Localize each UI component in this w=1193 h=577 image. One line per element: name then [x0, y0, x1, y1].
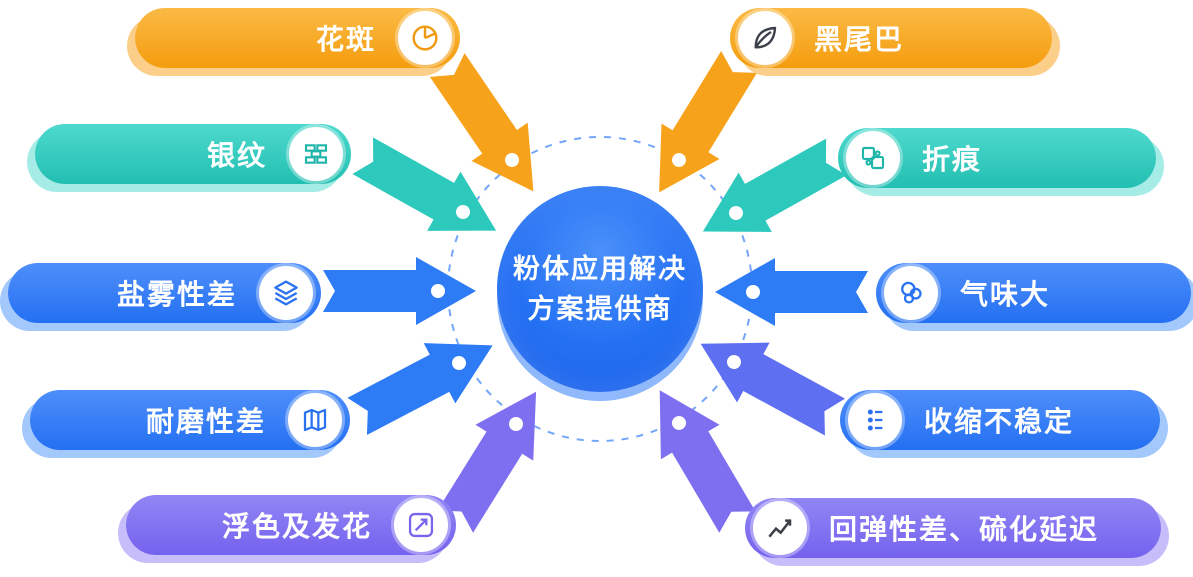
arrow-shrinkage: [700, 342, 846, 436]
arrow-abrasion: [347, 343, 493, 436]
arrow-mottling: [429, 53, 534, 192]
pill-label: 银纹: [206, 140, 267, 171]
arrow-floating-color: [437, 391, 537, 533]
arrow-odor: [715, 258, 868, 326]
map-icon: [288, 393, 342, 447]
center-title-line1: 粉体应用解决: [513, 253, 687, 284]
arrow-crease: [702, 138, 847, 232]
pill-label: 盐雾性差: [116, 279, 237, 310]
node-mottling: 花斑: [135, 8, 460, 68]
node-salt-spray: 盐雾性差: [8, 263, 321, 323]
leaf-icon: [738, 11, 792, 65]
pie-chart-icon: [398, 11, 452, 65]
node-silver-streak: 银纹: [35, 124, 351, 184]
pill-label: 回弹性差、硫化延迟: [829, 514, 1100, 545]
line-chart-icon: [753, 501, 807, 555]
pill-label: 气味大: [960, 279, 1051, 310]
node-shrinkage: 收缩不稳定: [840, 390, 1160, 450]
molecule-icon: [848, 393, 902, 447]
pill-label: 黑尾巴: [814, 24, 905, 55]
node-crease: 折痕: [838, 128, 1156, 188]
node-odor: 气味大: [876, 263, 1191, 323]
trend-arrow-icon: [394, 498, 448, 552]
pill-label: 收缩不稳定: [924, 406, 1075, 437]
pill-label: 耐磨性差: [145, 406, 266, 437]
arrow-black-tail: [659, 50, 757, 193]
arrow-silver-streak: [352, 137, 497, 231]
bubbles-icon: [884, 266, 938, 320]
node-floating-color: 浮色及发花: [126, 495, 456, 555]
bricks-icon: [289, 127, 343, 181]
pill-label: 折痕: [922, 144, 983, 175]
center-title-line2: 方案提供商: [527, 294, 673, 324]
arrow-salt-spray: [323, 257, 476, 325]
center-node: 粉体应用解决 方案提供商: [497, 186, 703, 392]
layers-icon: [259, 266, 313, 320]
node-black-tail: 黑尾巴: [730, 8, 1052, 68]
puzzle-icon: [846, 131, 900, 185]
pill-label: 浮色及发花: [221, 511, 372, 542]
arrow-rebound: [659, 390, 756, 533]
node-rebound: 回弹性差、硫化延迟: [745, 498, 1161, 558]
node-abrasion: 耐磨性差: [30, 390, 350, 450]
pill-label: 花斑: [315, 24, 376, 55]
